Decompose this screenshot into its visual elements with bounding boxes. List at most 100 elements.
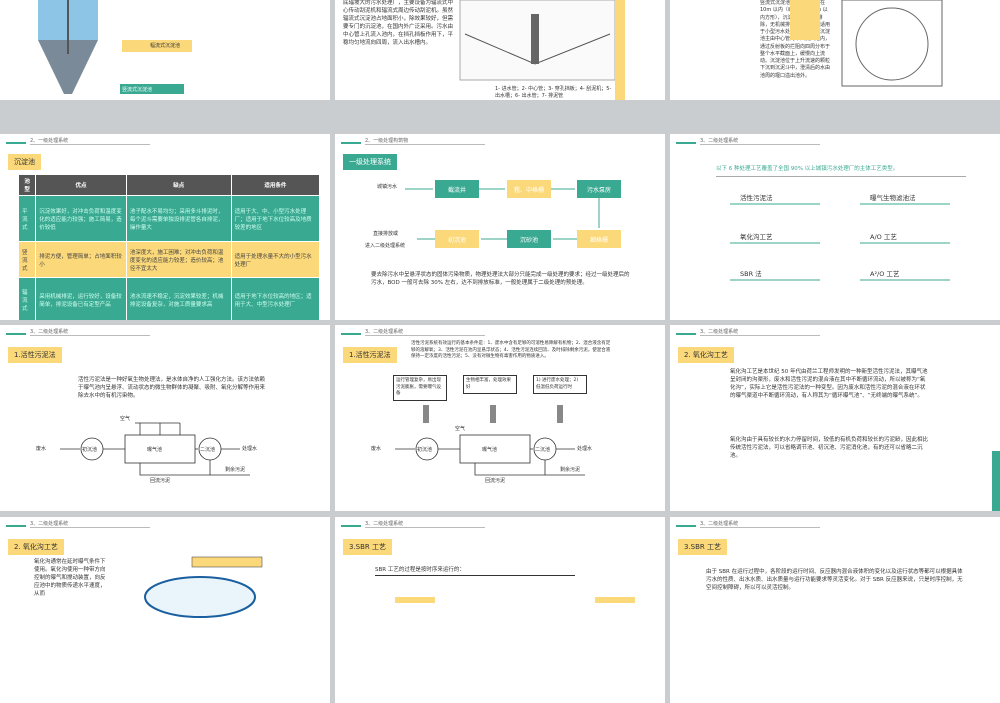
tank-illustration [38,0,192,94]
section-label: 3、二级处理系统 [700,329,739,335]
cell-cons: 池深度大，施工困难；对冲击负荷和温度变化的适应能力较差；造价较高；池径不宜太大 [125,241,232,278]
excess-sludge-label: 剩余污泥 [225,467,246,473]
outflow-label: 处理水 [577,446,593,452]
primary-clarifier-label: 初沉池 [82,447,98,453]
oxidation-ditch-text: 氧化沟通常在延时曝气条件下使用。氧化沟使用一种带方向控制的曝气和搅动装置，向反应… [34,559,106,597]
section-tag: 1.活性污泥法 [8,347,62,363]
cell-type: 辐流式 [17,277,37,320]
vertical-tank-drawing [790,0,943,87]
type-underlines [730,203,950,281]
slide-oxidation-ditch-2: 3、二级处理系统 2. 氧化沟工艺 氧化沟通常在延时曝气条件下使用。氧化沟使用一… [0,517,330,703]
slide-header: 3、二级处理系统 [335,325,665,339]
section-label: 3、二级处理系统 [365,329,404,335]
node-primary-clarifier: 初沉池 [435,230,479,248]
col-type: 池型 [17,174,37,196]
type-oxidation-ditch: 氧化沟工艺 [740,233,773,241]
slide-header: 3、二级处理系统 [0,325,330,339]
aeration-tank-label: 曝气池 [147,447,163,453]
sbr-text: 由于 SBR 在运行过程中，各阶段的运行时间、反应器内混合液体积的变化以及运行状… [706,569,963,591]
secondary-clarifier-label: 二沉池 [200,447,216,453]
cell-use: 适用于大、中、小型污水处理厂；适用于地下水位较高及地质较差的地区 [230,195,321,242]
cell-type: 平流式 [17,195,37,242]
table-row: 辐流式 采用机械排泥，运行较好，设备较简单，排泥设备已有定型产品 池水流速不稳定… [17,277,321,320]
section-tag: 2. 氧化沟工艺 [678,347,734,363]
air-label: 空气 [455,426,466,432]
ditch-diagram [144,556,263,618]
sedimentation-table: 池型 优点 缺点 适用条件 平流式 沉淀效果好，对冲击负荷和温度变化的适应能力较… [17,174,321,320]
section-label: 3、二级处理系统 [30,329,69,335]
primary-clarifier-label: 初沉池 [417,447,433,453]
aeration-tank-label: 曝气池 [482,447,498,453]
section-tag: 3.SBR 工艺 [678,539,728,555]
type-baf: 曝气生物滤池法 [870,194,916,202]
section-label: 3、二级处理系统 [700,521,739,527]
table-row: 竖流式 排泥方便，管理简单；占地面积较小 池深度大，施工困难；对冲击负荷和温度变… [17,241,321,278]
slide-sedimentation-table: 2、一级处理系统 沉淀池 池型 优点 缺点 适用条件 平流式 沉淀效果好，对冲击… [0,134,330,320]
slide-header: 3、二级处理系统 [670,134,1000,148]
outlet-label-1: 直接排放或 [373,231,399,237]
section-tag: 2. 氧化沟工艺 [8,539,64,555]
cell-cons: 池子配水不易均匀；采用多斗排泥时，每个泥斗需要单独设排泥管各自排泥，操作量大 [125,195,232,242]
activated-sludge-text: 活性污泥法是一种好氧生物处理法，是水体自净的人工强化方法。该方法依赖于曝气池内呈… [78,377,266,399]
col-pros: 优点 [35,174,127,196]
label-radial-tank: 幅流式沉淀池 [150,43,181,49]
oxidation-ditch-text-1: 氧化沟工艺是本世纪 50 年代由荷兰工程师发明的一种新型活性污泥法，其曝气池呈封… [730,369,928,399]
box-applications: 1) 进行废水处理；2) 低温低负荷运行时 [533,375,587,395]
node-pump-house: 污水泵房 [577,180,621,198]
col-use: 适用条件 [230,174,321,196]
node-source: 城镇污水 [377,184,398,190]
air-label: 空气 [120,416,131,422]
secondary-clarifier-label: 二沉池 [535,447,551,453]
col-cons: 缺点 [125,174,232,196]
cell-use: 适用于处理水量不大的小型污水处理厂 [230,241,321,278]
section-tag: 一级处理系统 [343,154,397,170]
slide-sbr: 3、二级处理系统 3.SBR 工艺 SBR 工艺的过程是按时序来运行的： [335,517,665,703]
radial-tank-diagram [459,0,625,100]
section-label: 2、一级处理系统 [30,138,69,144]
type-sbr: SBR 法 [740,270,762,278]
node-coarse-screen: 粗、中格栅 [507,180,551,198]
cell-type: 竖流式 [17,241,37,278]
outflow-label: 处理水 [242,446,258,452]
slide-sedimentation-images: 幅流式沉淀池 竖流式沉淀池 [0,0,330,100]
cell-cons: 池水流速不稳定，沉淀效果较差；机械排泥设备复杂，对施工质量要求高 [125,277,232,320]
section-label: 3、二级处理系统 [700,138,739,144]
radial-tank-legend: 1- 进水管；2- 中心管；3- 穿孔挡板；4- 刮泥机；5- 出水槽；6- 出… [495,86,612,100]
slide-header: 2、一级处理系统 [0,134,330,148]
slide-header: 2、一级处理构筑物 [335,134,665,148]
radial-tank-text: 底辐坡大的污水处理厂，主要设备为辐流式中心传动刮泥机和辐流式周边传动刮泥机。虽然… [343,0,454,46]
cell-use: 适用于地下水位较高的地区；适用于大、中型污水处理厂 [230,277,321,320]
node-intercept-well: 截流井 [435,180,479,198]
section-tag: 3.SBR 工艺 [343,539,393,555]
section-label: 3、二级处理系统 [30,521,69,527]
section-tag: 1.活性污泥法 [343,347,397,363]
types-intro: 以下 6 种处理工艺覆盖了全国 90% 以上城镇污水处理厂的主体工艺类型。 [716,166,966,177]
label-vertical-tank: 竖流式沉淀池 [122,87,153,93]
slide-header: 3、二级处理系统 [670,517,1000,531]
slide-secondary-types: 3、二级处理系统 以下 6 种处理工艺覆盖了全国 90% 以上城镇污水处理厂的主… [670,134,1000,320]
primary-text: 要去除污水中呈悬浮状态的固体污染物质，物理处理法大部分只能完成一级处理的要求；经… [371,272,630,286]
inflow-label: 废水 [371,446,382,452]
type-ao: A/O 工艺 [870,233,897,241]
slide-vertical-tank: 竖流式沉淀池为圆形，池径在 10m 以内（或 10m×10m 以内方形），沉淀污… [670,0,1000,100]
excess-sludge-label: 剩余污泥 [560,467,581,473]
node-fine-screen: 细格栅 [577,230,621,248]
box-drawbacks: 运行管理复杂，易出现污泥膨胀，需要曝气设备 [393,375,447,401]
section-label: 2、一级处理构筑物 [365,138,409,144]
table-header: 池型 优点 缺点 适用条件 [17,174,321,196]
slide-activated-sludge: 3、二级处理系统 1.活性污泥法 活性污泥法是一种好氧生物处理法，是水体自净的人… [0,325,330,511]
conditions-note: 活性污泥系统有效运行的基本条件是：1、废水中含有足够的可溶性易降解有机物；2、混… [411,341,611,360]
slide-header: 3、二级处理系统 [335,517,665,531]
section-tag: 沉淀池 [8,154,41,170]
process-diagram [395,405,585,476]
slide-header: 3、二级处理系统 [0,517,330,531]
cell-pros: 沉淀效果好，对冲击负荷和温度变化的适应能力较强；施工简易，造价较低 [35,195,127,242]
process-diagram [60,422,250,476]
slide-activated-sludge-conditions: 3、二级处理系统 1.活性污泥法 活性污泥系统有效运行的基本条件是：1、废水中含… [335,325,665,511]
section-label: 3、二级处理系统 [365,521,404,527]
slide-oxidation-ditch: 3、二级处理系统 2. 氧化沟工艺 氧化沟工艺是本世纪 50 年代由荷兰工程师发… [670,325,1000,511]
slide-radial-tank-diagram: 底辐坡大的污水处理厂，主要设备为辐流式中心传动刮泥机和辐流式周边传动刮泥机。虽然… [335,0,665,100]
return-sludge-label: 回流污泥 [150,478,171,484]
outlet-label-2: 进入二级处理系统 [365,243,406,249]
return-sludge-label: 回流污泥 [485,478,506,484]
